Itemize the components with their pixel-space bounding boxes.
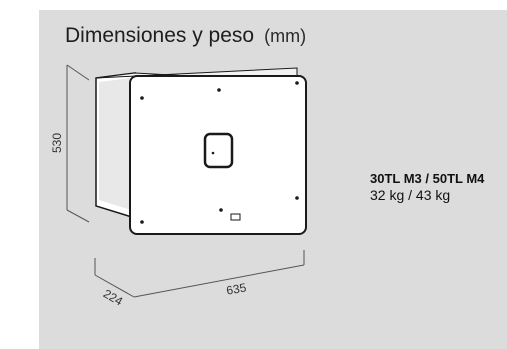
panel-title: Dimensiones y peso (65, 24, 255, 47)
model-weights: 32 kg / 43 kg (370, 187, 451, 203)
bottom-connector (230, 213, 241, 221)
dimensions-panel: Dimensiones y peso (mm) 530 (39, 10, 507, 349)
screw-bottom-right (295, 196, 299, 200)
unit-label: (mm) (264, 26, 307, 46)
status-led (211, 151, 215, 155)
screw-bottom-mid (219, 208, 223, 212)
screw-top-mid (217, 88, 221, 92)
heading: Dimensiones y peso (mm) (65, 24, 306, 48)
height-label: 530 (50, 133, 64, 153)
screw-top-right (295, 81, 299, 85)
inverter-drawing: 530 (50, 64, 307, 309)
screw-bottom-left (140, 220, 144, 224)
display-window (203, 132, 234, 169)
spec-block: 30TL M3 / 50TL M4 32 kg / 43 kg (370, 170, 484, 204)
width-depth-dimension (94, 250, 305, 298)
width-label: 635 (225, 280, 247, 297)
inverter-body (95, 67, 307, 235)
screw-top-left (140, 96, 144, 100)
height-dimension (66, 64, 90, 223)
model-names: 30TL M3 / 50TL M4 (370, 171, 485, 186)
